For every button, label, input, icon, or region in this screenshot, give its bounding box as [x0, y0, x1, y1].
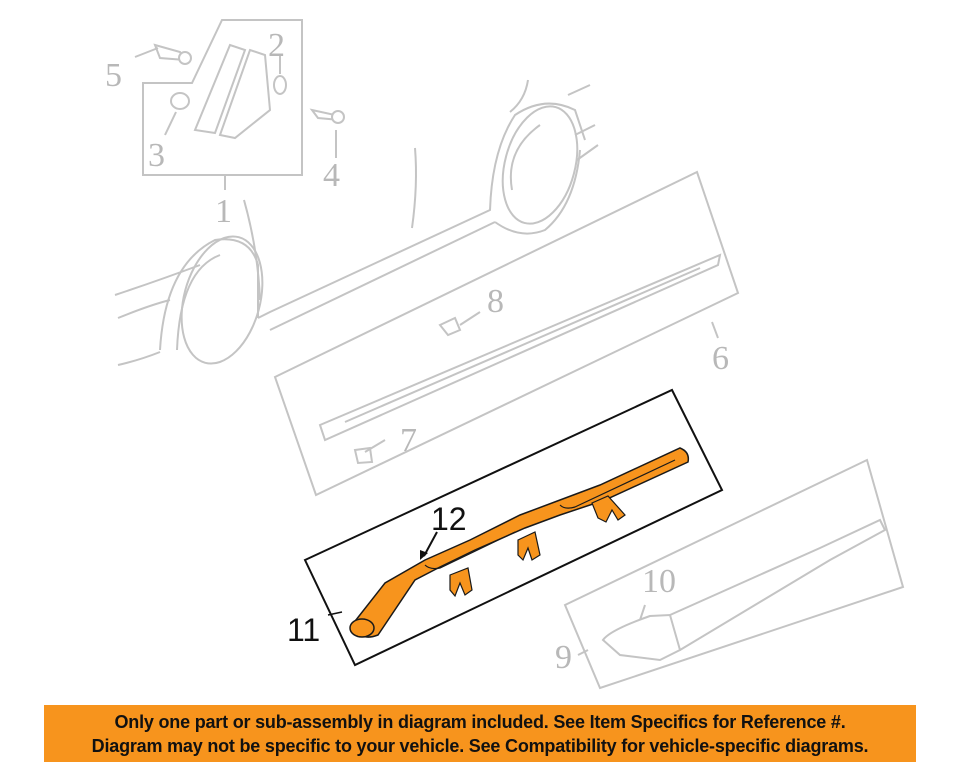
callout-11: 11	[287, 612, 320, 648]
part-group-9	[563, 458, 905, 690]
callout-10: 10	[642, 563, 676, 600]
callout-3: 3	[148, 137, 165, 174]
callout-1: 1	[215, 193, 232, 230]
callout-9: 9	[555, 639, 572, 676]
part-group-6	[273, 170, 740, 497]
disclaimer-line-1: Only one part or sub-assembly in diagram…	[114, 711, 846, 732]
part-group-11	[303, 388, 724, 667]
highlighted-part-11	[349, 447, 690, 638]
callout-7: 7	[400, 422, 417, 459]
callout-8: 8	[487, 283, 504, 320]
callout-5: 5	[105, 57, 122, 94]
callout-12: 12	[431, 501, 467, 537]
car-outline	[114, 79, 599, 366]
callout-labels: 1 2 3 4 5 6 7 8 9 10 11 12	[105, 27, 729, 676]
disclaimer-banner: Only one part or sub-assembly in diagram…	[44, 705, 916, 762]
part-group-1	[134, 19, 345, 190]
callout-6: 6	[712, 340, 729, 377]
disclaimer-line-2: Diagram may not be specific to your vehi…	[91, 735, 869, 756]
callout-4: 4	[323, 157, 340, 194]
callout-2: 2	[268, 27, 285, 64]
